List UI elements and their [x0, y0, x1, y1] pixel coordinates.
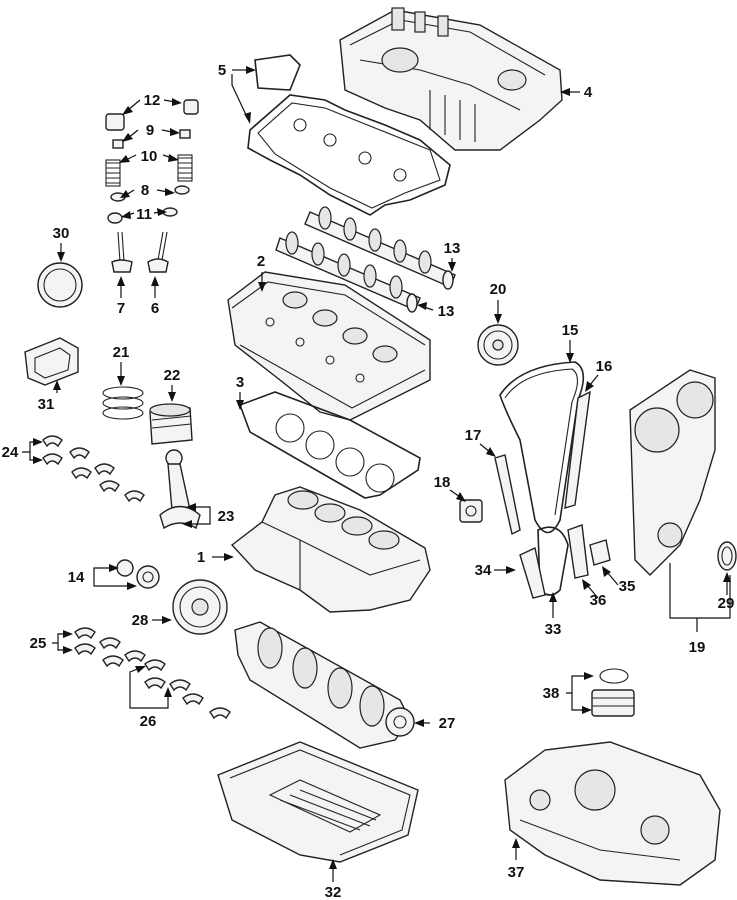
valve-spring-seats [110, 185, 190, 202]
oil-pan [217, 741, 419, 863]
oil-pump-chain-guide [519, 546, 546, 599]
cam-sprocket [477, 324, 519, 366]
callout-23: 23 [218, 508, 235, 525]
callout-12: 12 [144, 92, 161, 109]
callout-labels: 1 2 3 4 5 6 7 8 9 10 11 12 13 13 14 15 1… [2, 62, 735, 900]
oil-pump-assembly [504, 741, 721, 886]
front-oil-seal [717, 541, 737, 571]
callout-17: 17 [465, 427, 482, 444]
crankshaft-pulley [172, 579, 228, 635]
oil-pump-tensioner-arm [567, 524, 589, 579]
exhaust-valve [147, 231, 169, 273]
callout-31: 31 [38, 396, 55, 413]
callout-22: 22 [164, 367, 181, 384]
callout-24: 24 [2, 444, 19, 461]
callout-37: 37 [508, 864, 525, 881]
cylinder-head [227, 271, 431, 421]
callout-4: 4 [584, 84, 593, 101]
connecting-rod-bearings [42, 435, 145, 503]
callout-6: 6 [151, 300, 159, 317]
callout-8: 8 [141, 182, 149, 199]
callout-29: 29 [718, 595, 735, 612]
callout-18: 18 [434, 474, 451, 491]
callout-3: 3 [236, 374, 244, 391]
head-gasket [238, 391, 421, 499]
callout-2: 2 [257, 253, 265, 270]
camshafts [275, 206, 456, 313]
crankshaft [234, 621, 415, 749]
callout-30: 30 [53, 225, 70, 242]
callout-19: 19 [689, 639, 706, 656]
callout-21: 21 [113, 344, 130, 361]
intake-valve [111, 231, 133, 273]
valve-keepers [112, 129, 191, 149]
callout-13-lower: 13 [438, 303, 455, 320]
callout-20: 20 [490, 281, 507, 298]
callout-35: 35 [619, 578, 636, 595]
crank-sprocket [116, 559, 160, 589]
valve-cover [339, 7, 563, 151]
main-bearings [74, 627, 231, 720]
tensioner-arm [494, 454, 521, 536]
callout-7: 7 [117, 300, 125, 317]
callout-26: 26 [140, 713, 157, 730]
timing-cover [629, 369, 716, 576]
callout-34: 34 [475, 562, 492, 579]
engine-block [230, 486, 431, 613]
callout-13-upper: 13 [444, 240, 461, 257]
engine-bracket [24, 337, 79, 386]
callout-28: 28 [132, 612, 149, 629]
callout-33: 33 [545, 621, 562, 638]
callout-10: 10 [141, 148, 158, 165]
callout-14: 14 [68, 569, 85, 586]
callout-25: 25 [30, 635, 47, 652]
callout-36: 36 [590, 592, 607, 609]
callout-1: 1 [197, 549, 205, 566]
connecting-rod [159, 449, 201, 530]
leader-lines [22, 66, 731, 882]
callout-9: 9 [146, 122, 154, 139]
callout-16: 16 [596, 358, 613, 375]
callout-27: 27 [439, 715, 456, 732]
callout-15: 15 [562, 322, 579, 339]
valve-springs [105, 154, 193, 187]
oil-cooler [591, 668, 635, 717]
valve-cover-gasket [247, 54, 451, 216]
callout-38: 38 [543, 685, 560, 702]
callout-32: 32 [325, 884, 342, 900]
rear-oil-seal [37, 262, 83, 308]
oil-pump-tensioner [589, 539, 611, 566]
callout-11: 11 [136, 206, 152, 223]
chain-guide [564, 390, 591, 509]
piston [149, 403, 193, 445]
callout-5: 5 [218, 62, 226, 79]
valve-seals [107, 207, 178, 224]
valve-lifters [105, 99, 199, 131]
piston-rings [102, 386, 144, 420]
chain-tensioner [459, 499, 483, 523]
